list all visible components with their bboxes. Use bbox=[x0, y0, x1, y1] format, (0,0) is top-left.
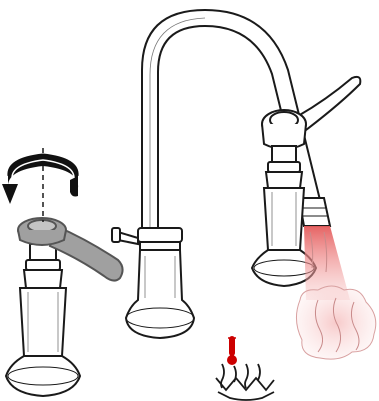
hot-water-stream bbox=[296, 226, 375, 359]
left-valve-body bbox=[6, 244, 80, 396]
diverter-knob bbox=[112, 228, 138, 244]
thermometer-icon bbox=[227, 336, 237, 365]
hot-water-steam-icon bbox=[216, 364, 274, 400]
rotation-arrow-icon bbox=[2, 148, 78, 222]
